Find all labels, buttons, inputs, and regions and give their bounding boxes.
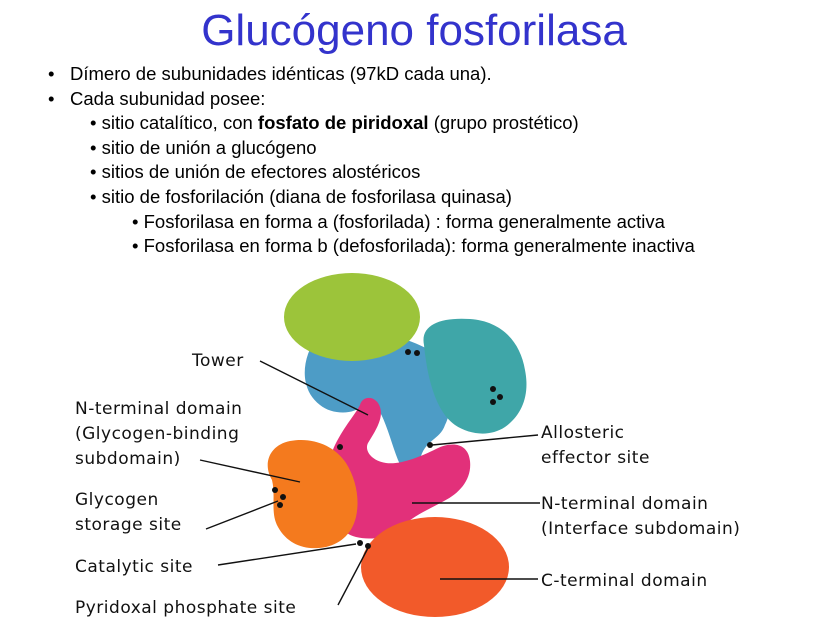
orange-domain	[267, 439, 358, 549]
label-nterm-line2: (Glycogen-binding	[75, 424, 239, 444]
leader-lines	[199, 360, 540, 606]
bullet-subunit: Cada subunidad posee:	[44, 87, 824, 112]
bullet-dimer: Dímero de subunidades idénticas (97kD ca…	[44, 62, 824, 87]
red-orange-c-terminal-domain	[361, 517, 509, 617]
leader-storage	[205, 500, 279, 530]
site-dot	[405, 349, 411, 355]
sub-bullet-effector-sites: • sitios de unión de efectores alostéric…	[90, 161, 421, 183]
label-storage-line1: Glycogen	[75, 490, 159, 510]
site-dot	[365, 543, 371, 549]
site-dot	[277, 502, 283, 508]
site-dot	[490, 386, 496, 392]
label-interface-line2: (Interface subdomain)	[541, 519, 740, 539]
label-nterm-line1: N-terminal domain	[75, 399, 242, 419]
leader-allosteric	[431, 434, 539, 446]
site-dot	[280, 494, 286, 500]
leader-tower	[259, 360, 369, 416]
sub-sub-bullet-form-a: • Fosforilasa en forma a (fosforilada) :…	[132, 210, 665, 232]
site-dot	[497, 394, 503, 400]
leader-catalytic	[217, 543, 357, 566]
label-storage-line2: storage site	[75, 515, 182, 535]
label-interface-line1: N-terminal domain	[541, 494, 708, 514]
site-dot	[490, 399, 496, 405]
leader-nterm-glycogen	[199, 459, 301, 483]
label-allosteric-line2: effector site	[541, 448, 650, 468]
sub-bullet-glycogen-binding: • sitio de unión a glucógeno	[90, 136, 317, 158]
site-markers	[272, 349, 503, 549]
catalytic-bold: fosfato de piridoxal	[257, 112, 429, 134]
label-allosteric-line1: Allosteric	[541, 423, 625, 443]
label-cterm: C-terminal domain	[541, 571, 708, 591]
leader-pyridoxal	[337, 547, 369, 606]
sub-bullet-phospho-site: • sitio de fosforilación (diana de fosfo…	[90, 185, 512, 207]
label-pyridoxal: Pyridoxal phosphate site	[75, 598, 296, 618]
sub-bullet-catalytic: • sitio catalítico, con fosfato de pirid…	[44, 111, 824, 136]
site-dot	[357, 540, 363, 546]
site-dot	[272, 487, 278, 493]
slide-title: Glucógeno fosforilasa	[201, 6, 627, 55]
label-tower: Tower	[191, 351, 244, 371]
teal-domain	[423, 318, 527, 434]
blue-domain	[304, 328, 451, 472]
site-dot	[427, 442, 433, 448]
catalytic-prefix: • sitio catalítico, con	[90, 112, 258, 134]
green-tower-domain	[284, 273, 420, 361]
protein-structure-diagram: Tower N-terminal domain (Glycogen-bindin…	[75, 273, 740, 618]
site-dot	[337, 444, 343, 450]
label-catalytic: Catalytic site	[75, 557, 193, 577]
bullet-list: Dímero de subunidades idénticas (97kD ca…	[44, 62, 824, 259]
site-dot	[414, 350, 420, 356]
label-nterm-line3: subdomain)	[75, 449, 181, 469]
catalytic-suffix: (grupo prostético)	[428, 112, 579, 134]
sub-sub-bullet-form-b: • Fosforilasa en forma b (defosforilada)…	[132, 235, 695, 257]
